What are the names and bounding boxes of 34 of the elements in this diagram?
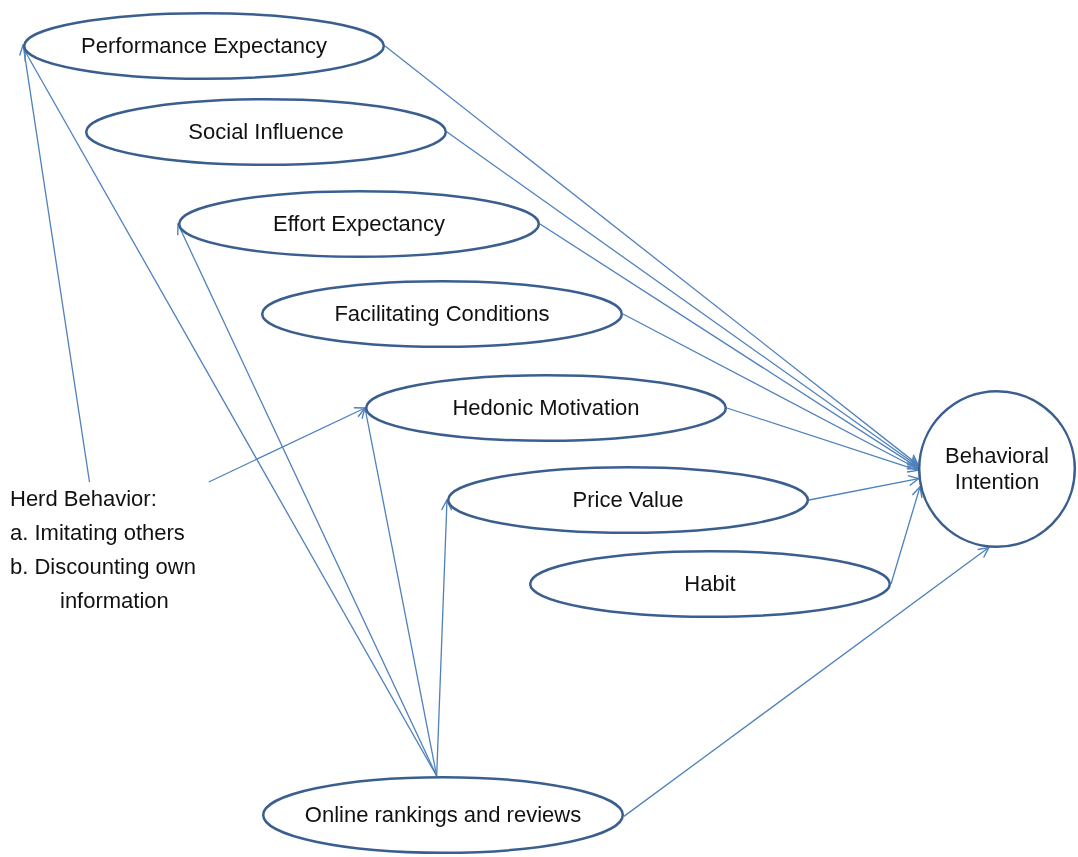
list-item: b. Discounting own information xyxy=(10,553,197,616)
arrow xyxy=(436,499,453,777)
list-item: a. Imitating others xyxy=(10,519,186,548)
arrow xyxy=(808,474,920,501)
node-label: Social Influence xyxy=(188,118,344,146)
construct-oval xyxy=(178,190,540,258)
node-label: Price Value xyxy=(572,486,684,514)
construct-oval xyxy=(447,466,809,534)
node-label: Facilitating Conditions xyxy=(334,300,550,328)
node-label: Effort Expectancy xyxy=(273,210,445,238)
arrow xyxy=(18,44,91,483)
construct-oval xyxy=(23,12,385,80)
node-label: Habit xyxy=(684,570,736,598)
arrow xyxy=(177,223,438,777)
construct-oval xyxy=(262,776,624,854)
arrow xyxy=(384,45,919,466)
arrow xyxy=(726,407,919,473)
construct-oval xyxy=(529,550,891,618)
arrow xyxy=(208,407,366,483)
arrow xyxy=(24,50,438,777)
node-label: Hedonic Motivation xyxy=(452,394,640,422)
node-label: Performance Expectancy xyxy=(81,32,327,60)
node-label: Online rankings and reviews xyxy=(304,801,582,829)
construct-circle xyxy=(918,390,1076,548)
arrow xyxy=(623,546,990,817)
list-heading: Herd Behavior: xyxy=(10,485,158,513)
node-label: Behavioral Intention xyxy=(944,442,1050,496)
construct-oval xyxy=(261,280,623,348)
arrow xyxy=(890,486,923,585)
arrow xyxy=(539,223,919,469)
arrow xyxy=(446,131,919,467)
arrow xyxy=(622,313,919,470)
construct-oval xyxy=(365,374,727,442)
construct-oval xyxy=(85,98,447,166)
